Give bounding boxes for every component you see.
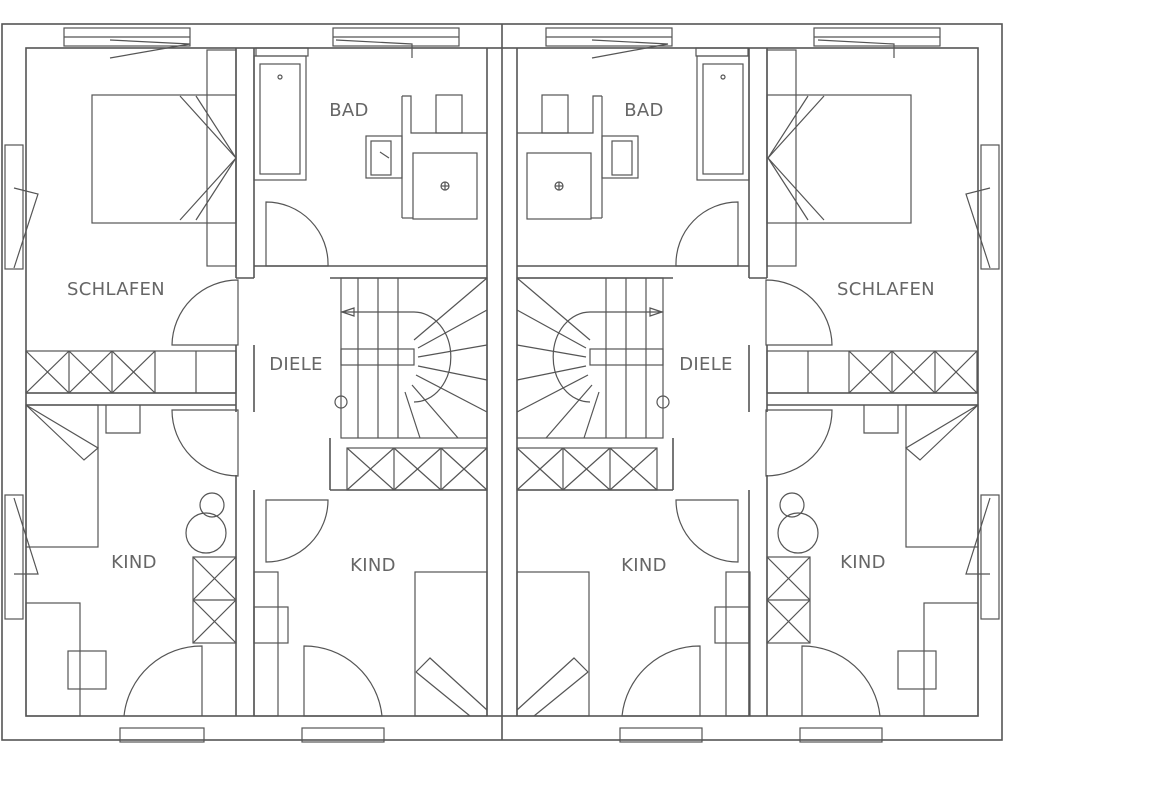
label-bad-left: BAD — [329, 100, 368, 121]
label-schlafen-right: SCHLAFEN — [837, 279, 935, 300]
windows — [4, 27, 1000, 743]
label-kind-inner-left: KIND — [350, 555, 396, 576]
label-bad-right: BAD — [624, 100, 663, 121]
kind-furniture-left — [25, 404, 488, 717]
bed-left — [91, 94, 237, 224]
stair-cabinet-right — [516, 447, 658, 491]
label-diele-left: DIELE — [269, 354, 322, 375]
wardrobe-left — [25, 350, 237, 394]
kind-furniture-right — [516, 404, 979, 717]
left-unit: BAD SCHLAFEN DIELE KIND KIND BAD SCHLAFE… — [1, 23, 1003, 743]
bed-right — [766, 94, 912, 224]
label-kind-outer-left: KIND — [111, 552, 157, 573]
stairs-right — [516, 277, 670, 439]
room-labels: BAD SCHLAFEN DIELE KIND KIND BAD SCHLAFE… — [67, 100, 935, 576]
label-kind-inner-right: KIND — [621, 555, 667, 576]
doors — [123, 201, 881, 717]
outer-walls — [1, 23, 1003, 741]
stair-cabinet-left — [346, 447, 488, 491]
bad-fixtures-right — [517, 47, 750, 220]
bad-fixtures-left — [253, 47, 487, 220]
furniture — [25, 47, 979, 717]
wardrobe-right — [766, 350, 978, 394]
label-diele-right: DIELE — [679, 354, 732, 375]
label-schlafen-left: SCHLAFEN — [67, 279, 165, 300]
label-kind-outer-right: KIND — [840, 552, 886, 573]
stairs-left — [334, 277, 488, 439]
